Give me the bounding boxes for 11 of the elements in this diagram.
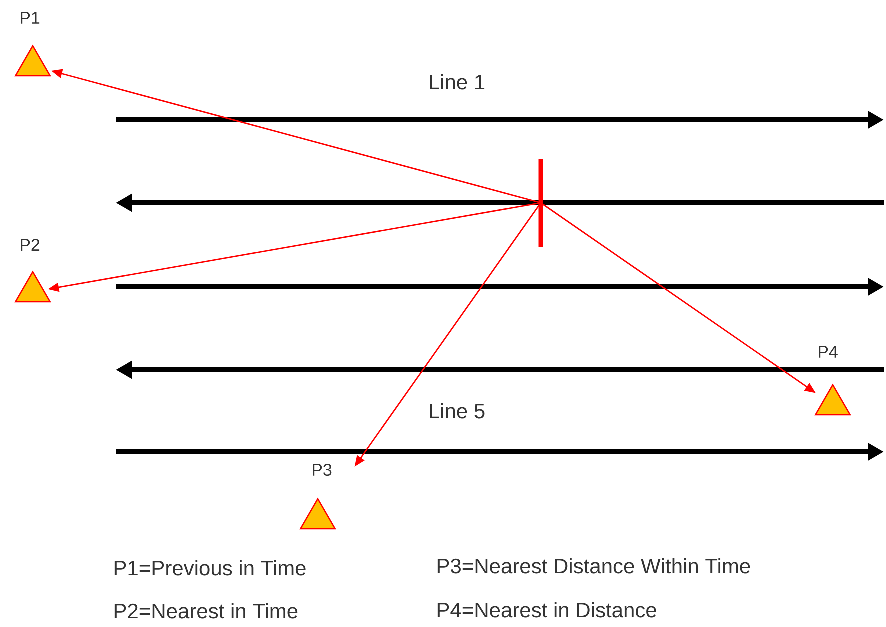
legend-text: P3=Nearest Distance Within Time <box>438 558 750 574</box>
point-label: P1 <box>21 12 40 24</box>
point-label: P2 <box>21 239 40 251</box>
legend-text: P4=Nearest in Distance <box>438 602 656 618</box>
lane-label: Line 5 <box>430 403 485 419</box>
point-label: P3 <box>313 464 332 476</box>
lane-label: Line 1 <box>430 74 485 90</box>
legend-text: P2=Nearest in Time <box>114 603 298 619</box>
legend-text: P1=Previous in Time <box>114 560 306 576</box>
point-label: P4 <box>819 346 838 358</box>
position-marker <box>538 159 544 247</box>
